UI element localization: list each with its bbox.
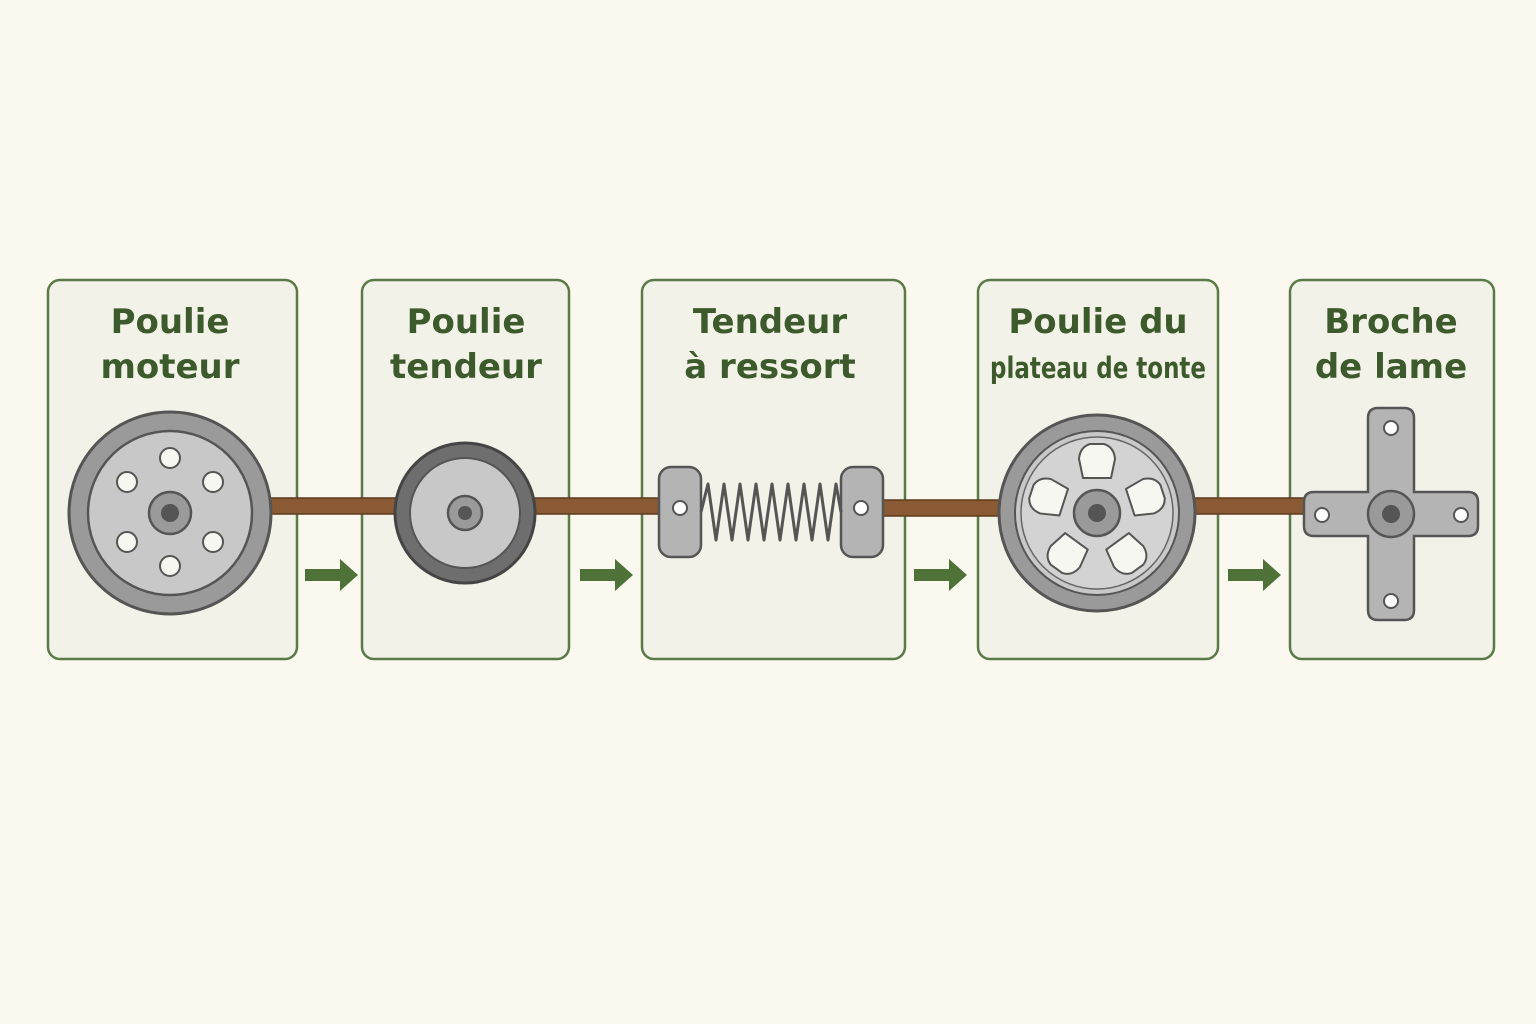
stage-title-4-line2: plateau de tonte (990, 351, 1206, 385)
stage-title-3-line2: à ressort (684, 347, 855, 387)
spring-tensioner-icon (657, 465, 885, 559)
arrow-icon (1228, 559, 1281, 591)
stage-title-1-line1: Poulie (111, 302, 230, 342)
stage-box-3: Tendeur à ressort (640, 278, 907, 661)
stage-title-4-line1: Poulie du (1008, 302, 1187, 342)
belt-segment-3 (865, 499, 1005, 517)
belt-segment-2 (531, 497, 665, 515)
belt-segment-4 (1191, 497, 1309, 515)
stage-title-2-line1: Poulie (407, 302, 526, 342)
stage-title-5-line2: de lame (1315, 347, 1467, 387)
blade-spindle-icon (1302, 406, 1480, 622)
stage-title-1-line2: moteur (100, 347, 239, 387)
belt-segment-1 (267, 497, 401, 515)
stage-title-5-line1: Broche (1324, 302, 1457, 342)
arrow-icon (580, 559, 633, 591)
arrow-icon (305, 559, 358, 591)
arrow-icon (914, 559, 967, 591)
stage-title-3-line1: Tendeur (693, 302, 848, 342)
idler-pulley-icon (393, 441, 537, 585)
motor-pulley-icon (67, 410, 273, 616)
stage-title-2-line2: tendeur (390, 347, 542, 387)
deck-pulley-icon (997, 413, 1197, 613)
spring-coil (699, 482, 843, 542)
